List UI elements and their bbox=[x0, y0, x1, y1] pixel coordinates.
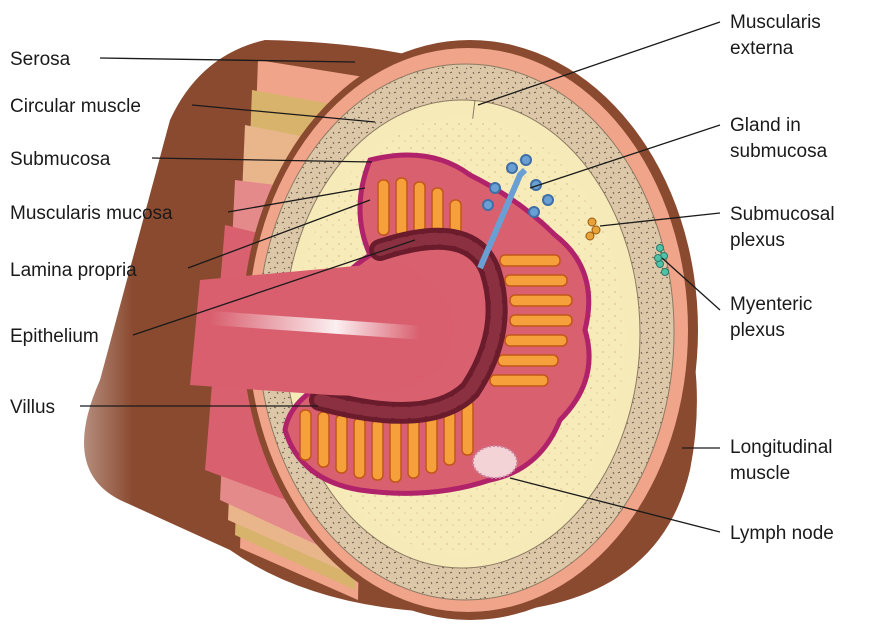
label-epithelium: Epithelium bbox=[10, 326, 99, 347]
label-muscularis-externa-1: Muscularis bbox=[730, 12, 821, 33]
label-serosa: Serosa bbox=[10, 49, 71, 70]
label-lamina-propria: Lamina propria bbox=[10, 260, 137, 281]
lymph-node bbox=[473, 446, 517, 478]
label-gland-in-submucosa-1: Gland in bbox=[730, 115, 801, 136]
label-longitudinal-muscle-1: Longitudinal bbox=[730, 437, 832, 458]
label-villus: Villus bbox=[10, 397, 55, 418]
label-muscularis-mucosa: Muscularis mucosa bbox=[10, 203, 173, 224]
label-myenteric-plexus-2: plexus bbox=[730, 320, 785, 341]
label-longitudinal-muscle-2: muscle bbox=[730, 463, 790, 484]
label-circular-muscle: Circular muscle bbox=[10, 96, 141, 117]
label-submucosal-plexus-1: Submucosal bbox=[730, 204, 835, 225]
label-submucosa: Submucosa bbox=[10, 149, 111, 170]
label-gland-in-submucosa-2: submucosa bbox=[730, 141, 828, 162]
label-submucosal-plexus-2: plexus bbox=[730, 230, 785, 251]
label-muscularis-externa-2: externa bbox=[730, 38, 794, 59]
label-myenteric-plexus-1: Myenteric bbox=[730, 294, 812, 315]
label-lymph-node: Lymph node bbox=[730, 523, 834, 544]
